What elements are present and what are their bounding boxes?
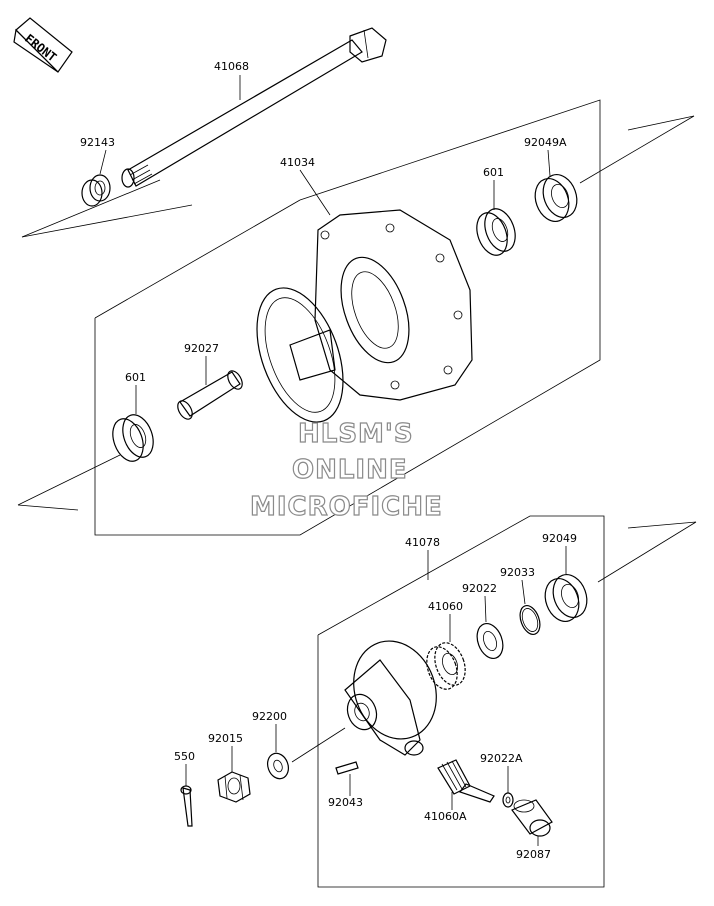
seal-right-part [534, 174, 578, 222]
upper-assembly-frame [94, 99, 601, 536]
axis-line-lower [291, 727, 346, 763]
label-92049: 92049 [542, 532, 577, 545]
hub-part [256, 209, 473, 423]
watermark-line1: HLSM'S [298, 419, 414, 449]
axis-line-lower-right-2 [627, 521, 697, 529]
pin-part [335, 761, 359, 775]
label-92200: 92200 [252, 710, 287, 723]
gearbox-part [344, 640, 437, 756]
label-92087: 92087 [516, 848, 551, 861]
label-41060: 41060 [428, 600, 463, 613]
label-92033: 92033 [500, 566, 535, 579]
seal-lower-part [544, 574, 588, 622]
washer-gear-leader [484, 595, 487, 623]
label-92143: 92143 [80, 136, 115, 149]
washer-gear-part [476, 622, 504, 660]
washer-axle-part [267, 752, 289, 780]
label-41034: 41034 [280, 156, 315, 169]
label-601-right: 601 [483, 166, 504, 179]
label-601-left: 601 [125, 371, 146, 384]
watermark: HLSM'S ONLINE MICROFICHE [249, 418, 443, 522]
washer-pinion-part [502, 792, 514, 808]
label-41078: 41078 [405, 536, 440, 549]
watermark-line2: ONLINE [292, 455, 408, 485]
drive-gear-part [426, 642, 466, 690]
seal-right-leader [547, 149, 551, 177]
nut-part [217, 771, 251, 803]
lower-assembly-frame [317, 515, 605, 888]
spacer-part [177, 370, 243, 420]
axis-line-upper-right-2 [627, 115, 695, 131]
label-92015: 92015 [208, 732, 243, 745]
axis-line-mid-left [17, 454, 121, 506]
bushing-part [511, 799, 553, 837]
label-41068: 41068 [214, 60, 249, 73]
label-92049A: 92049A [524, 136, 567, 149]
label-92043: 92043 [328, 796, 363, 809]
ring-leader [521, 579, 526, 605]
label-92022: 92022 [462, 582, 497, 595]
bearing-right-part [476, 208, 516, 256]
label-92027: 92027 [184, 342, 219, 355]
hub-leader [299, 169, 331, 216]
watermark-line3: MICROFICHE [250, 492, 443, 522]
ring-part [519, 604, 541, 636]
label-550: 550 [174, 750, 195, 763]
front-arrow-icon: FRONT [13, 17, 73, 73]
cotter-pin-part [180, 785, 193, 827]
axis-line-lower-right [597, 521, 697, 583]
axis-line-mid-left-2 [17, 504, 79, 511]
collar-part [81, 174, 111, 207]
axis-line-upper-left [21, 204, 193, 238]
collar-leader [99, 149, 107, 175]
label-41060A: 41060A [424, 810, 467, 823]
axis-line-upper-right [579, 115, 695, 184]
axle-part [121, 27, 387, 188]
bearing-left-part [112, 414, 154, 462]
axis-line-upper-left-2 [21, 179, 161, 238]
label-92022A: 92022A [480, 752, 523, 765]
pinion-part [437, 759, 495, 803]
